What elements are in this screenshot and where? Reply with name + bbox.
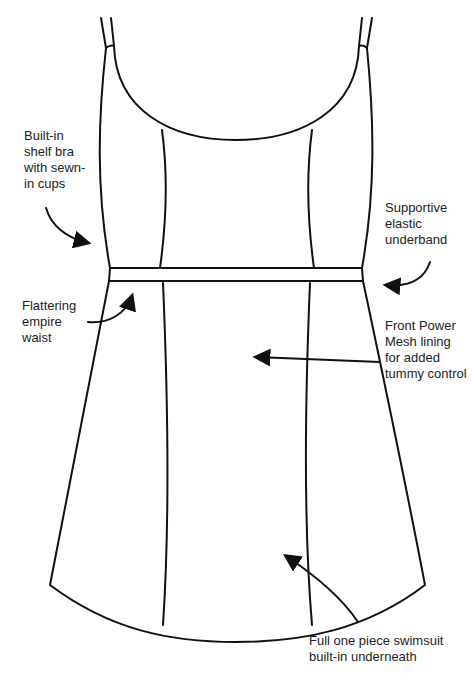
leader-arrow — [286, 556, 358, 622]
strap-line — [359, 18, 362, 46]
strap-join — [106, 46, 114, 48]
strap-line — [367, 18, 372, 48]
empire-band — [109, 268, 363, 281]
strap-line — [101, 18, 106, 48]
bodice-seam — [308, 130, 314, 268]
leader-arrow — [256, 357, 380, 362]
bodice-seam — [160, 130, 166, 268]
neckline — [114, 46, 359, 140]
callout-label: Front Power Mesh lining for added tummy … — [385, 318, 469, 382]
leader-arrow — [88, 296, 132, 322]
bodice-outline — [100, 48, 373, 268]
callout-label: Full one piece swimsuit built-in underne… — [309, 633, 469, 665]
callout-label: Supportive elastic underband — [385, 200, 469, 248]
strap-join — [359, 46, 367, 48]
callout-label: Flattering empire waist — [22, 298, 92, 346]
callout-label: Built-in shelf bra with sewn-in cups — [24, 128, 86, 192]
leader-arrow — [46, 208, 88, 243]
leader-arrow — [386, 262, 430, 285]
skirt-outline — [50, 281, 425, 642]
strap-line — [111, 18, 114, 46]
skirt-seam — [163, 283, 168, 625]
